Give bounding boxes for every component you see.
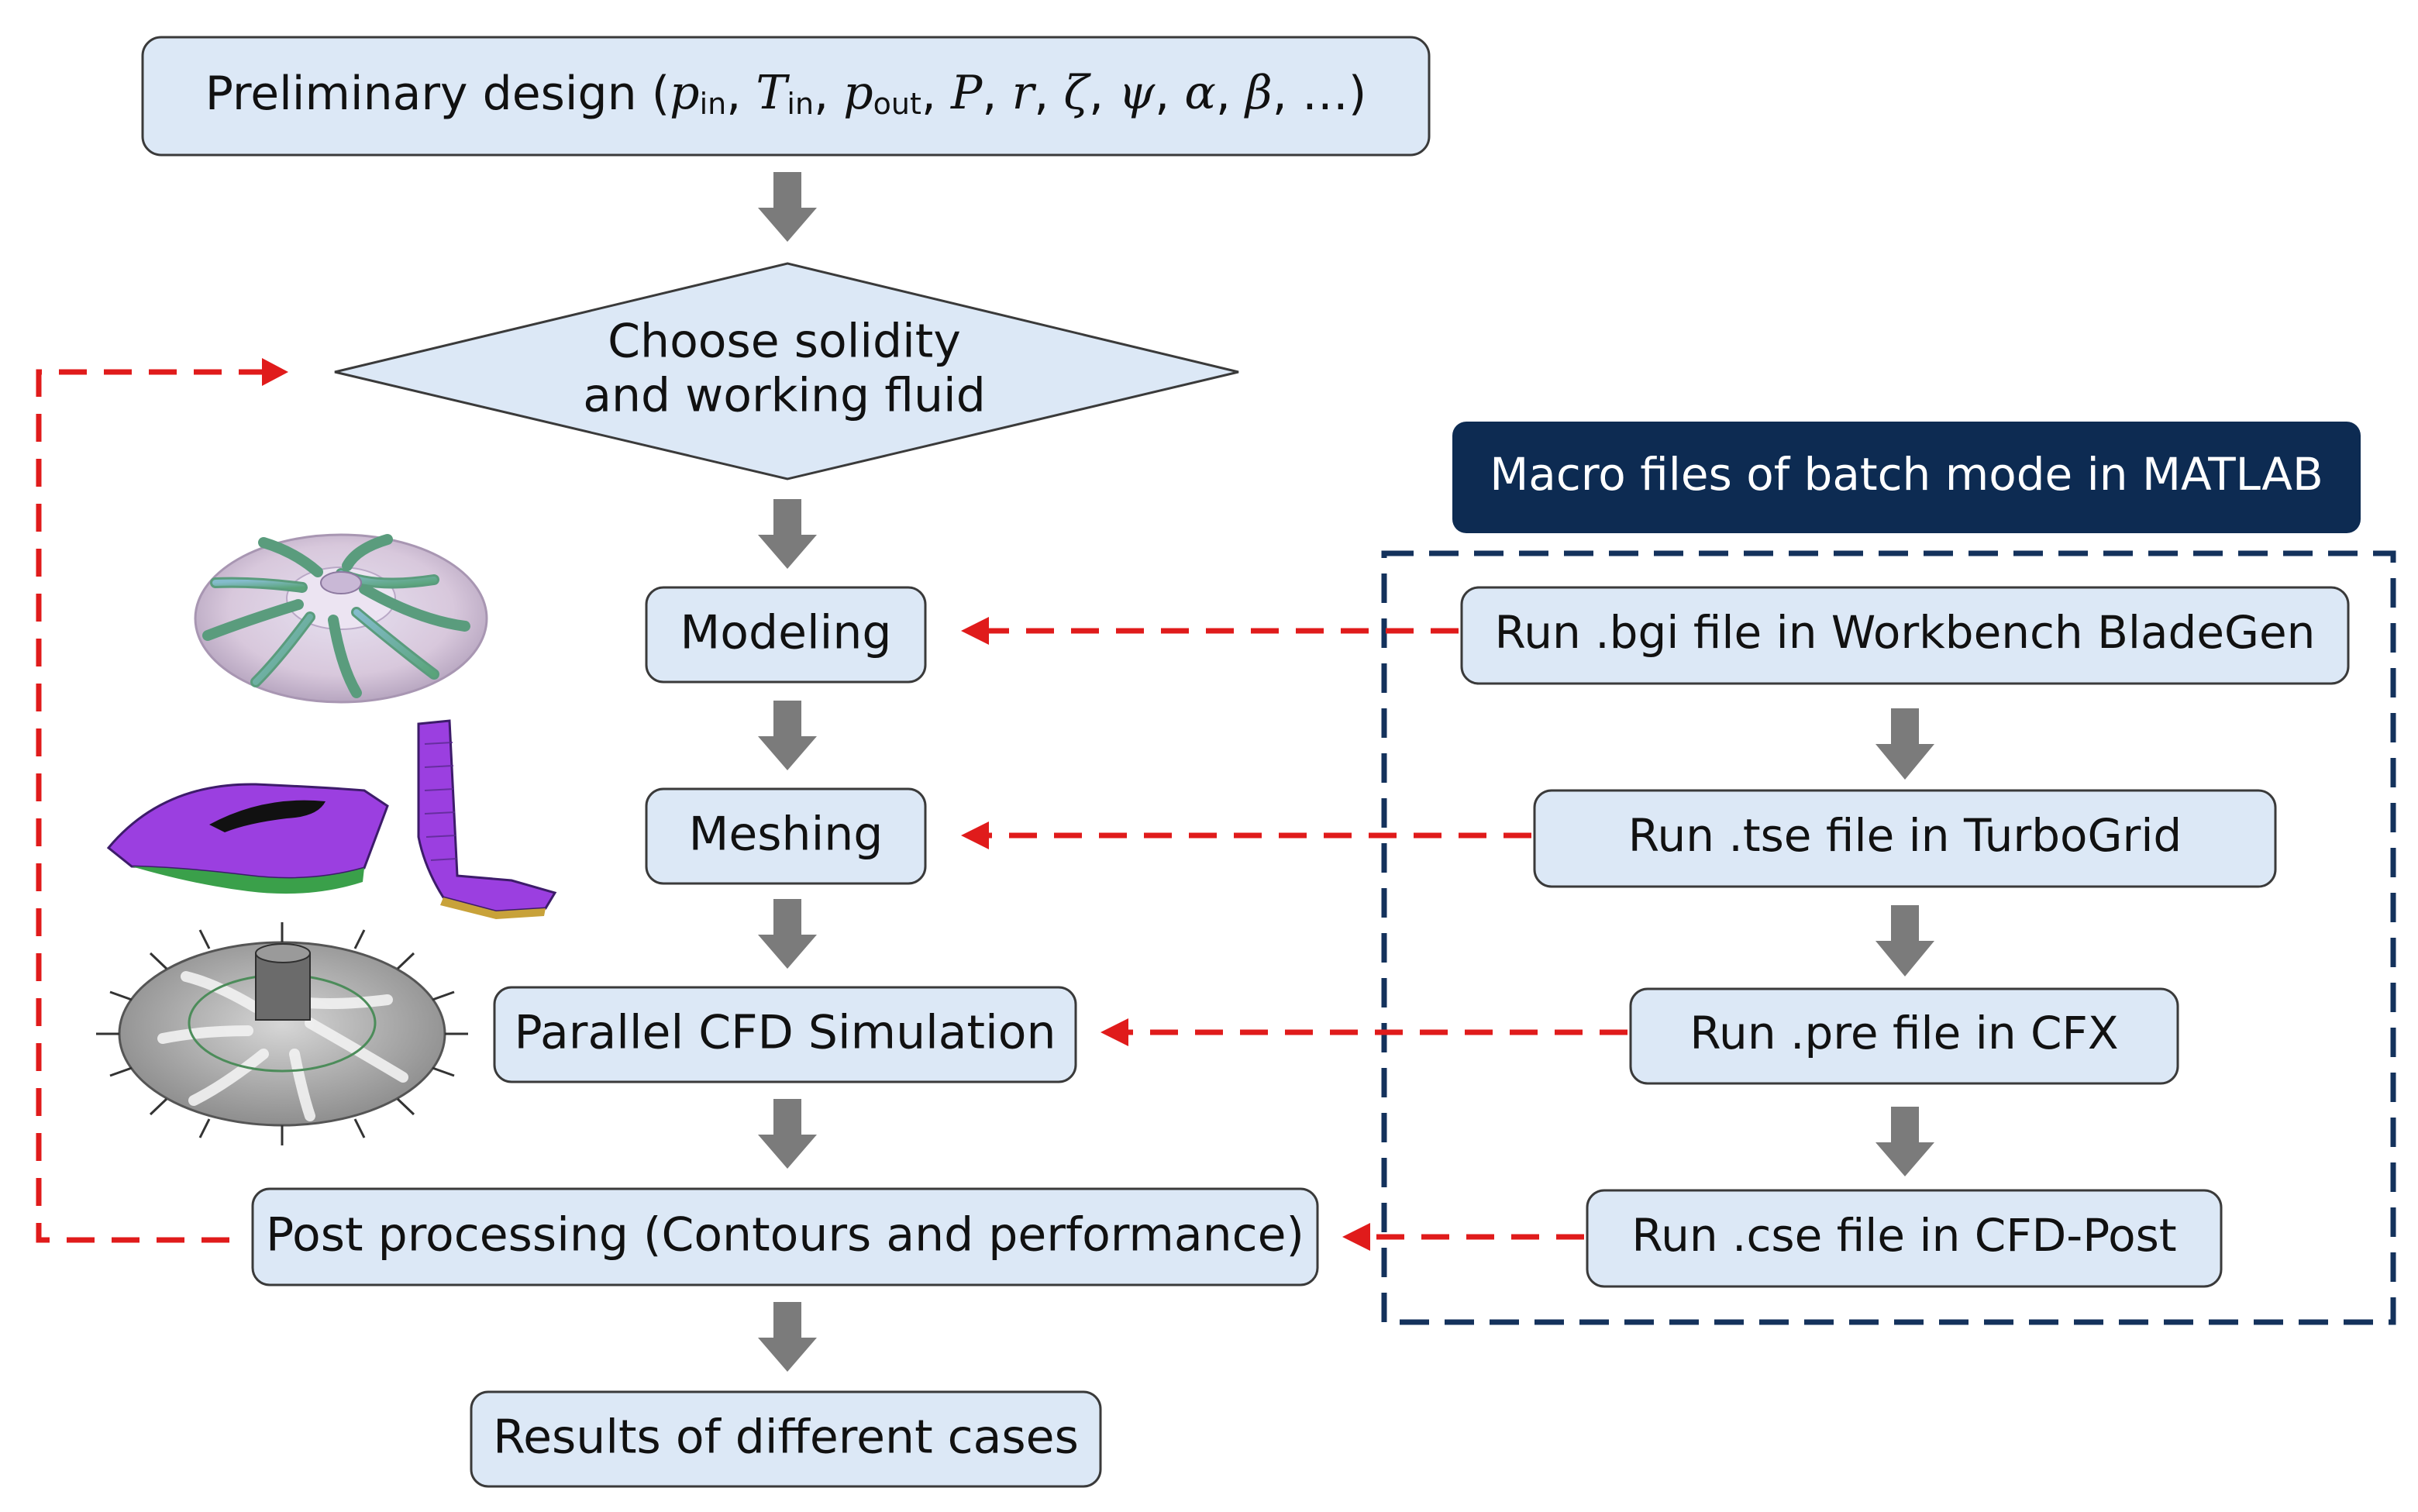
feedback-loop-post-to-decision bbox=[36, 358, 288, 1243]
flow-arrow-tse-to-pre bbox=[1876, 905, 1934, 976]
macro-container bbox=[1381, 550, 2396, 1325]
tse-step-box: Run .tse file in TurboGrid bbox=[1533, 789, 2277, 888]
cfd-simulation-box: Parallel CFD Simulation bbox=[493, 986, 1077, 1083]
flow-arrow-post-to-results bbox=[758, 1302, 817, 1372]
flow-arrow-preliminary-to-decision bbox=[758, 172, 817, 242]
blade-mesh-icon bbox=[106, 719, 557, 919]
modeling-label: Modeling bbox=[680, 606, 892, 660]
feedback-arrow-bgi-to-modeling bbox=[961, 617, 1459, 645]
cfd-simulation-label: Parallel CFD Simulation bbox=[515, 1006, 1056, 1060]
bgi-step-label: Run .bgi file in Workbench BladeGen bbox=[1495, 606, 2316, 659]
feedback-arrow-cse-to-post bbox=[1342, 1223, 1584, 1251]
impeller-cfd-mesh-icon bbox=[96, 922, 468, 1145]
preliminary-design-label: Preliminary design (pin, Tin, pout, P, r… bbox=[205, 66, 1367, 121]
cse-step-label: Run .cse file in CFD-Post bbox=[1631, 1209, 2176, 1262]
decision-line1: Choose solidity bbox=[608, 315, 961, 369]
tse-step-label: Run .tse file in TurboGrid bbox=[1628, 809, 2182, 862]
macro-header: Macro files of batch mode in MATLAB bbox=[1452, 422, 2361, 533]
decision-diamond: Choose solidity and working fluid bbox=[334, 262, 1239, 480]
post-processing-box: Post processing (Contours and performanc… bbox=[251, 1187, 1319, 1286]
feedback-arrow-pre-to-cfd bbox=[1100, 1018, 1628, 1046]
flow-arrow-meshing-to-cfd bbox=[758, 899, 817, 969]
modeling-box: Modeling bbox=[645, 586, 927, 684]
pre-step-label: Run .pre file in CFX bbox=[1690, 1007, 2118, 1059]
results-label: Results of different cases bbox=[493, 1410, 1079, 1465]
flow-arrow-cfd-to-post bbox=[758, 1099, 817, 1169]
meshing-box: Meshing bbox=[645, 787, 927, 885]
bgi-step-box: Run .bgi file in Workbench BladeGen bbox=[1460, 586, 2350, 685]
macro-header-label: Macro files of batch mode in MATLAB bbox=[1490, 448, 2323, 501]
flow-arrow-modeling-to-meshing bbox=[758, 701, 817, 770]
feedback-arrow-tse-to-meshing bbox=[961, 821, 1531, 849]
impeller-model-icon bbox=[194, 533, 488, 704]
results-box: Results of different cases bbox=[470, 1390, 1102, 1488]
flow-arrow-bgi-to-tse bbox=[1876, 708, 1934, 780]
meshing-label: Meshing bbox=[689, 808, 884, 862]
pre-step-box: Run .pre file in CFX bbox=[1629, 987, 2179, 1085]
decision-line2: and working fluid bbox=[583, 369, 986, 423]
preliminary-design-box: Preliminary design (pin, Tin, pout, P, r… bbox=[141, 36, 1431, 157]
flow-arrow-decision-to-modeling bbox=[758, 499, 817, 569]
post-processing-label: Post processing (Contours and performanc… bbox=[266, 1208, 1304, 1262]
cse-step-box: Run .cse file in CFD-Post bbox=[1586, 1189, 2223, 1288]
flow-arrow-pre-to-cse bbox=[1876, 1107, 1934, 1176]
